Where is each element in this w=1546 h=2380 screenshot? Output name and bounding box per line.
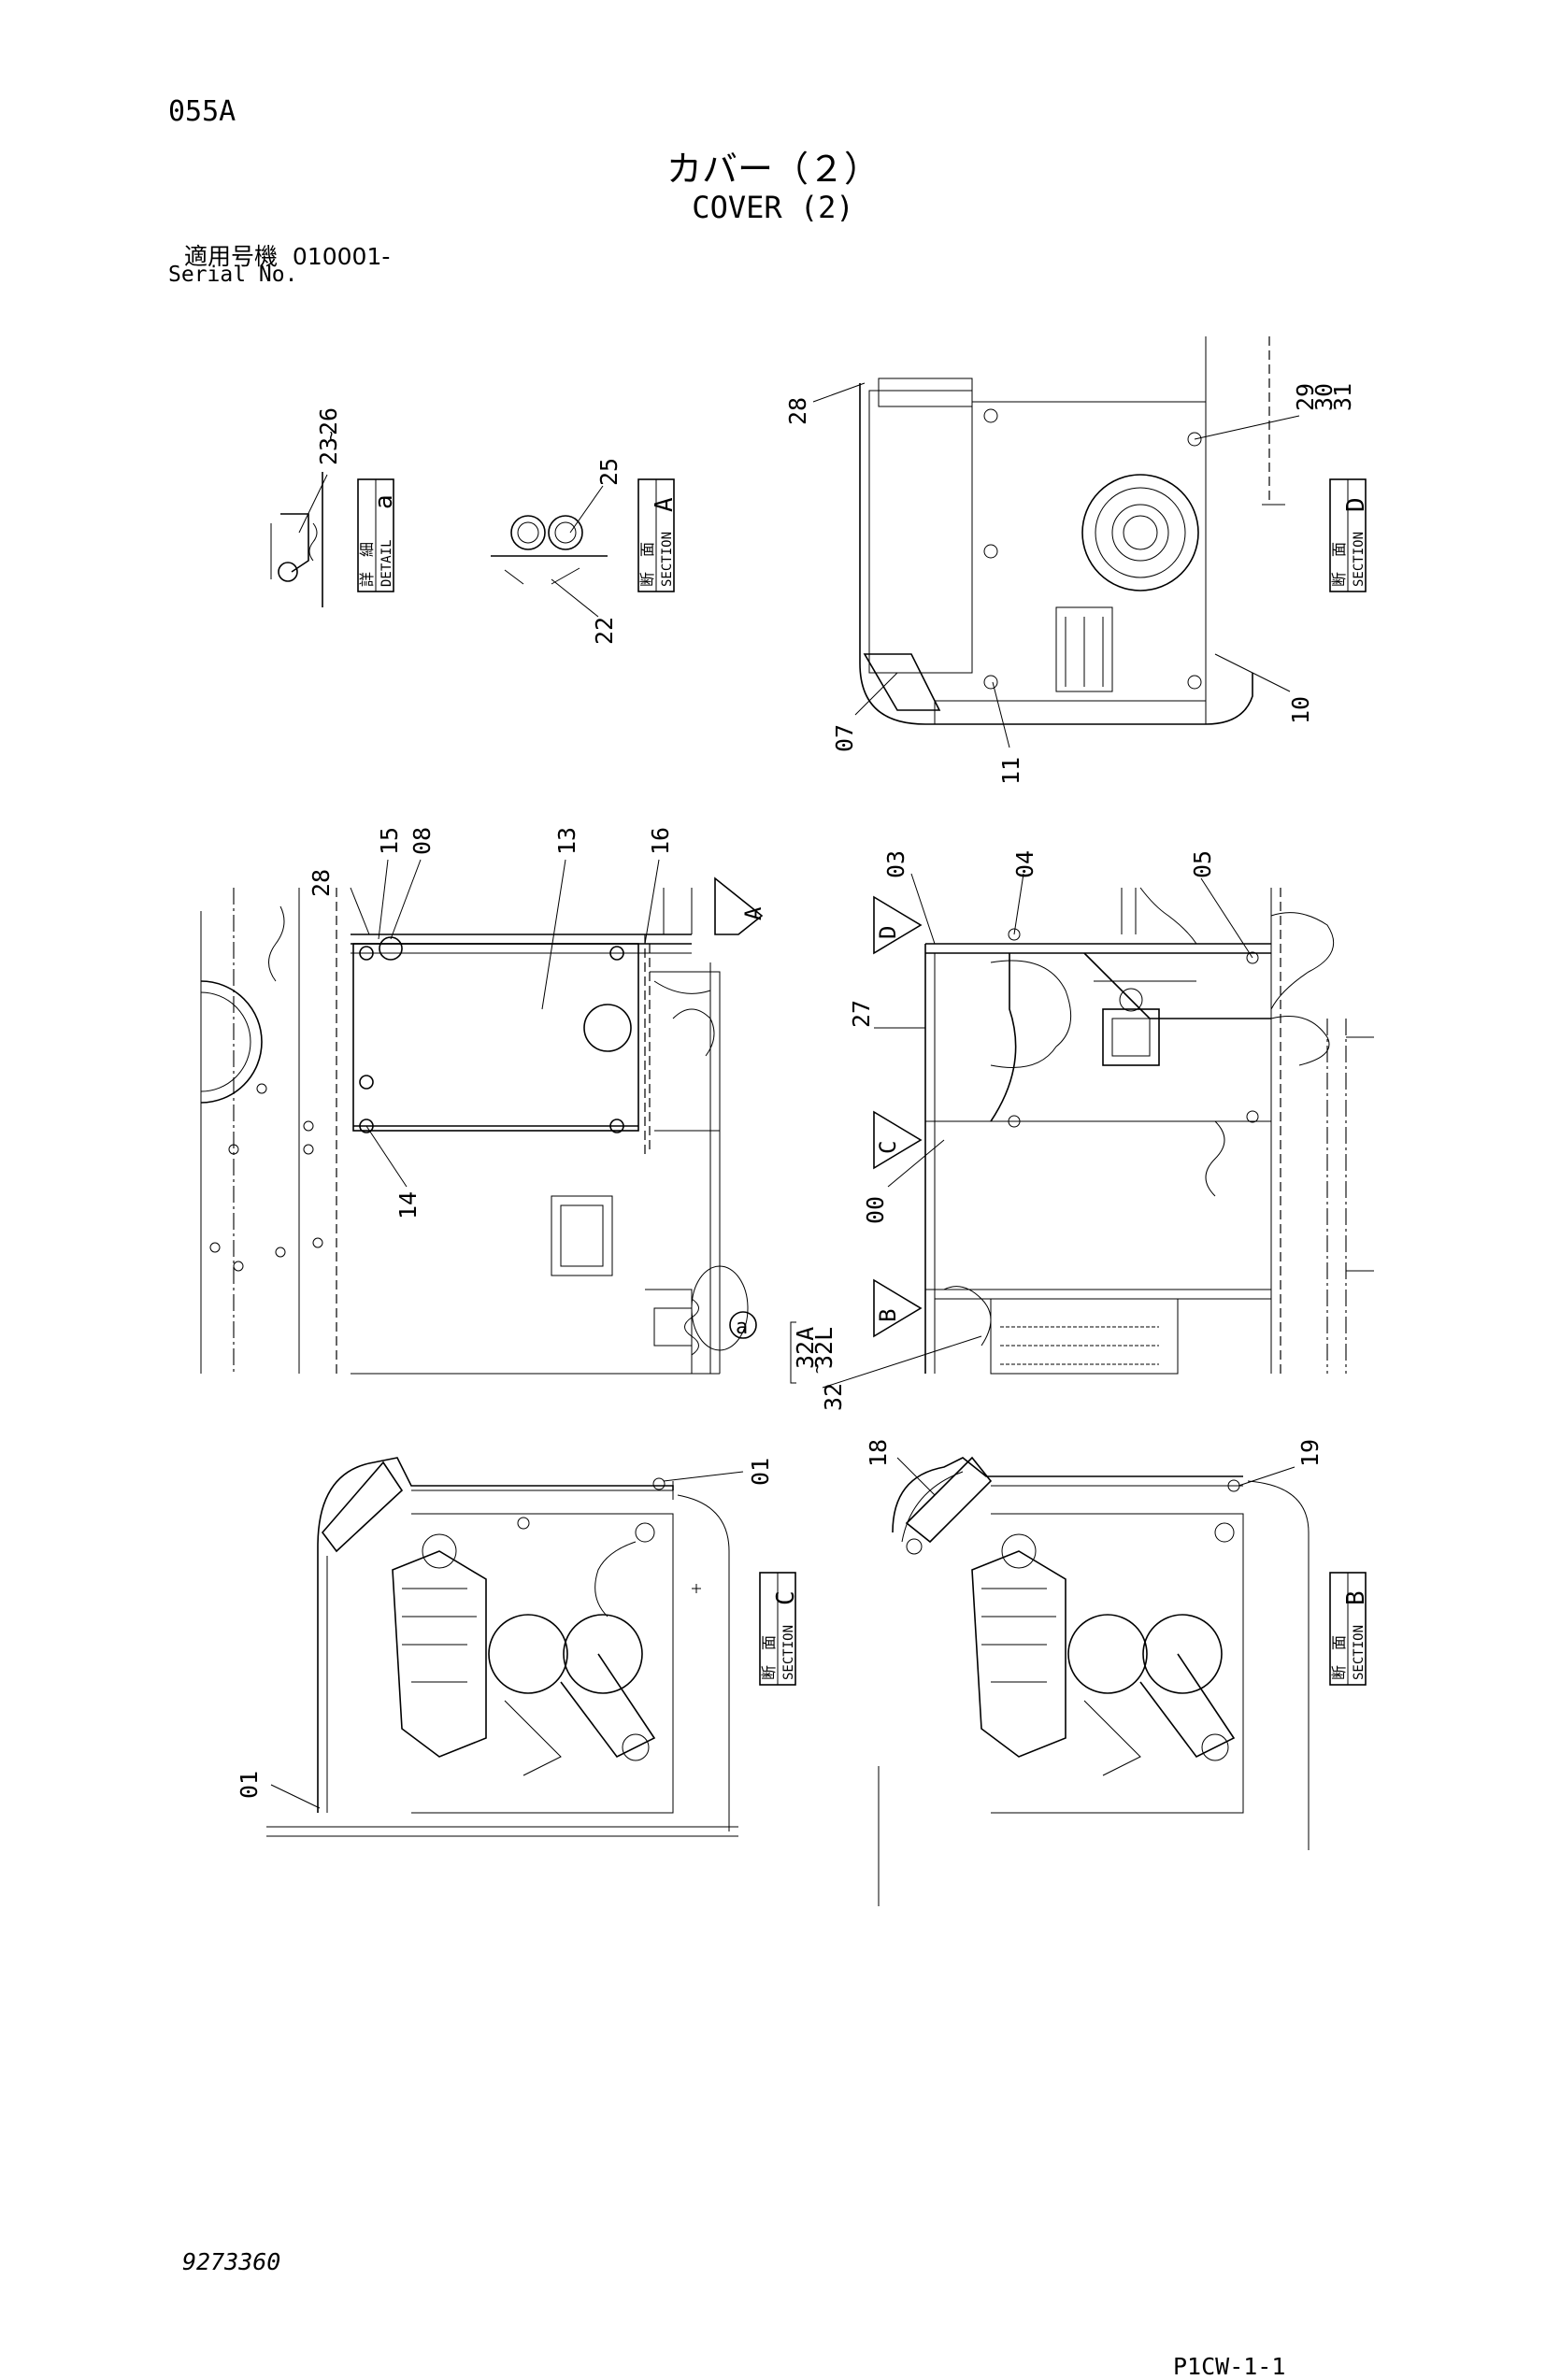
detail-a-view: 詳 細 DETAIL a 23 26 ~ <box>270 407 398 607</box>
plan-view-right: D C B 03 04 05 27 00 32 32A ~ 32L <box>790 850 1374 1411</box>
page-title-japanese: カバー（２） <box>666 149 880 190</box>
section-a-view: 断 面 SECTION A 25 22 <box>491 458 679 645</box>
callout-32A: 32A <box>792 1327 819 1369</box>
callout-10: 10 <box>1287 696 1314 724</box>
section-d-letter: D <box>1342 497 1370 512</box>
section-a-jp: 断 面 <box>638 542 656 587</box>
callout-08: 08 <box>408 827 436 855</box>
detail-a-en: DETAIL <box>379 539 394 587</box>
plan-view-left: a A 28 15 08 13 16 14 <box>200 827 766 1375</box>
callout-22: 22 <box>591 617 618 645</box>
callout-15: 15 <box>376 827 403 855</box>
callout-30: 30 <box>1310 383 1338 411</box>
callout-tilde-32: ~ <box>808 1363 827 1374</box>
callout-28-plan: 28 <box>308 869 335 897</box>
section-arrow-d: D <box>875 926 901 939</box>
callout-05: 05 <box>1189 850 1216 878</box>
callout-31: 31 <box>1329 383 1356 411</box>
callout-03: 03 <box>882 850 909 878</box>
callout-32: 32 <box>820 1383 847 1411</box>
section-arrow-a: A <box>740 906 766 920</box>
detail-circle-a: a <box>736 1316 748 1339</box>
callout-00: 00 <box>862 1196 889 1224</box>
section-d-view: 断 面 SECTION D 28 29 30 31 10 11 07 <box>784 336 1370 785</box>
callout-11: 11 <box>997 757 1024 785</box>
callout-tilde-23-26: ~ <box>322 431 341 441</box>
section-a-en: SECTION <box>660 532 675 587</box>
parts-catalog-page: 055A カバー（２） COVER (2) 適用号機 010001- Seria… <box>168 95 1374 2380</box>
section-arrow-c: C <box>875 1141 901 1154</box>
serial-label-japanese: 適用号機 010001- <box>184 238 390 272</box>
section-b-view: 断 面 SECTION B 18 19 <box>865 1439 1370 1906</box>
serial-label-english: Serial No. <box>168 263 298 287</box>
serial-value: 010001- <box>292 243 391 270</box>
callout-16: 16 <box>647 827 674 855</box>
callout-07: 07 <box>831 724 858 752</box>
section-c-jp: 断 面 <box>760 1635 778 1680</box>
callout-27: 27 <box>848 1000 875 1028</box>
callout-01-bottom: 01 <box>236 1771 263 1799</box>
callout-19: 19 <box>1296 1439 1324 1467</box>
callout-14: 14 <box>394 1191 422 1219</box>
page-title-english: COVER (2) <box>692 190 854 225</box>
detail-a-letter: a <box>370 494 398 509</box>
section-a-letter: A <box>651 497 679 512</box>
callout-29: 29 <box>1292 383 1319 411</box>
section-b-letter: B <box>1342 1590 1370 1605</box>
section-b-jp: 断 面 <box>1330 1635 1348 1680</box>
section-d-jp: 断 面 <box>1330 542 1348 587</box>
section-c-view: 断 面 SECTION C 01 01 <box>236 1457 800 1837</box>
callout-26: 26 <box>315 407 342 435</box>
footer-page-code: P1CW-1-1 <box>1173 2353 1286 2380</box>
callout-25: 25 <box>595 458 623 486</box>
section-c-letter: C <box>772 1590 800 1605</box>
section-b-en: SECTION <box>1352 1625 1367 1680</box>
exploded-parts-drawing: 詳 細 DETAIL a 23 26 ~ 断 面 SECTION A 25 22 <box>200 336 1374 1906</box>
callout-32L: 32L <box>810 1327 837 1369</box>
callout-01-top: 01 <box>747 1458 774 1486</box>
section-c-en: SECTION <box>781 1625 796 1680</box>
serial-label-jp-text: 適用号機 <box>184 243 279 270</box>
callout-13: 13 <box>553 827 580 855</box>
section-d-en: SECTION <box>1352 532 1367 587</box>
callout-18: 18 <box>865 1439 892 1467</box>
drawing-number: 9273360 <box>182 2248 281 2275</box>
callout-04: 04 <box>1011 850 1038 878</box>
callout-28-section-d: 28 <box>784 397 811 425</box>
callout-23: 23 <box>315 437 342 465</box>
page-code: 055A <box>168 95 236 128</box>
detail-a-jp: 詳 細 <box>358 542 376 587</box>
section-arrow-b: B <box>875 1309 901 1322</box>
